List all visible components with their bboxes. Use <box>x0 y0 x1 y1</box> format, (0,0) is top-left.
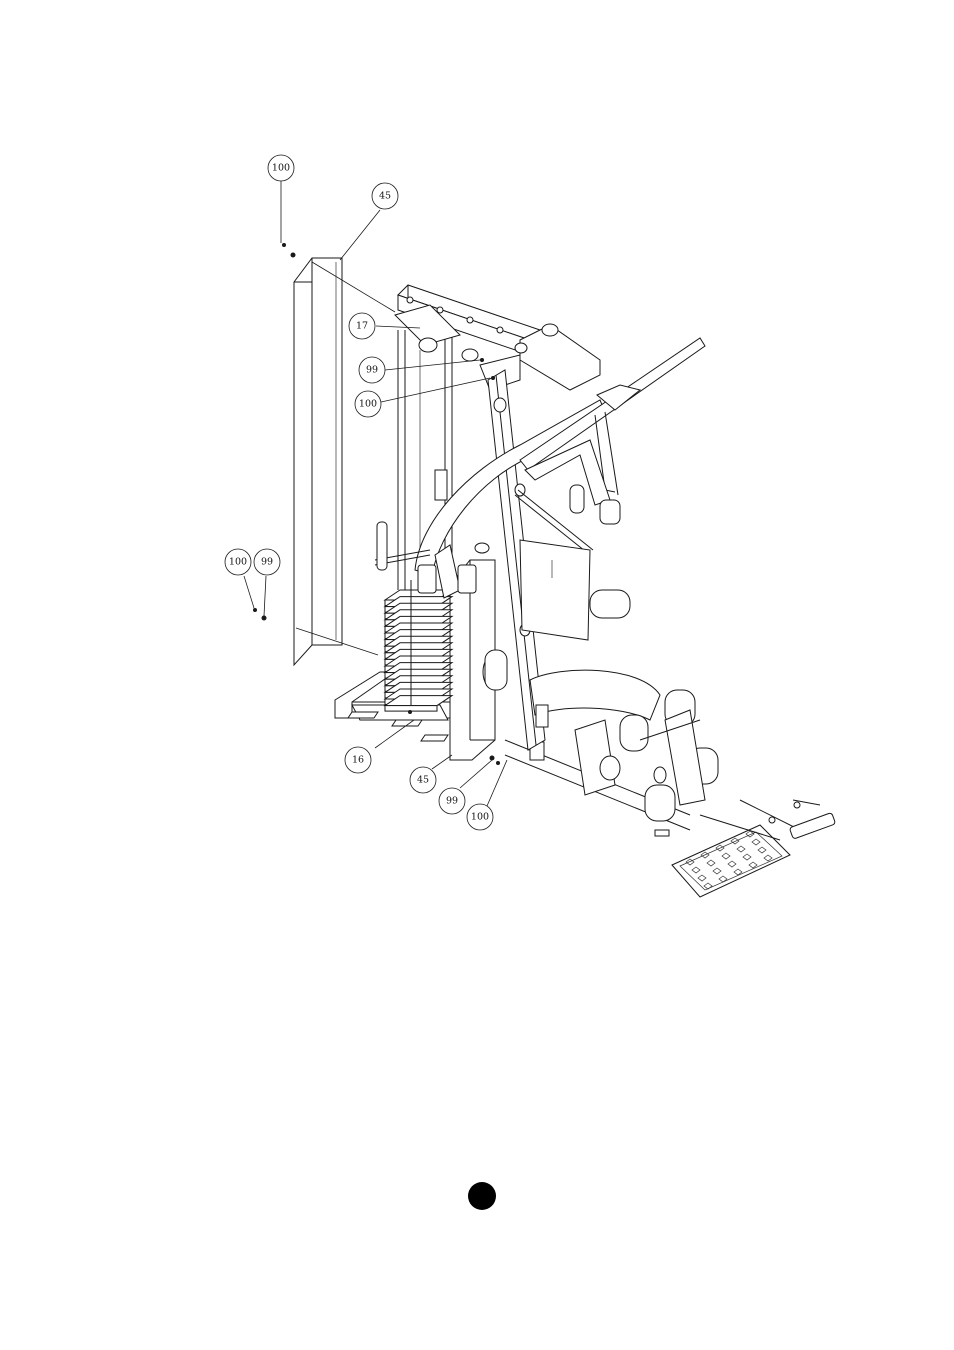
callout-100-upper: 100 <box>355 391 381 417</box>
callout-label: 17 <box>356 321 368 332</box>
callout-label: 100 <box>229 557 247 568</box>
callout-100-top: 100 <box>268 155 294 181</box>
foot-plate <box>655 800 836 897</box>
callout-99-bottom: 99 <box>439 788 465 814</box>
shroud-panel-left <box>294 258 342 665</box>
callout-16: 16 <box>345 747 371 773</box>
callout-label: 99 <box>261 557 273 568</box>
callout-45-bottom: 45 <box>410 767 436 793</box>
callout-label: 45 <box>417 775 429 786</box>
callout-label: 99 <box>366 365 378 376</box>
callout-label: 100 <box>359 399 377 410</box>
callout-99-upper: 99 <box>359 357 385 383</box>
callout-label: 100 <box>272 163 290 174</box>
callout-100-left: 100 <box>225 549 251 575</box>
callout-label: 99 <box>446 796 458 807</box>
callout-99-left: 99 <box>254 549 280 575</box>
weight-stack <box>385 580 452 711</box>
back-pad <box>520 540 630 640</box>
callout-label: 16 <box>352 755 364 766</box>
callout-label: 45 <box>379 191 391 202</box>
callout-45-top: 45 <box>372 183 398 209</box>
callout-17: 17 <box>349 313 375 339</box>
page-marker-dot <box>468 1182 496 1210</box>
callout-100-bottom: 100 <box>467 804 493 830</box>
callout-label: 100 <box>471 812 489 823</box>
